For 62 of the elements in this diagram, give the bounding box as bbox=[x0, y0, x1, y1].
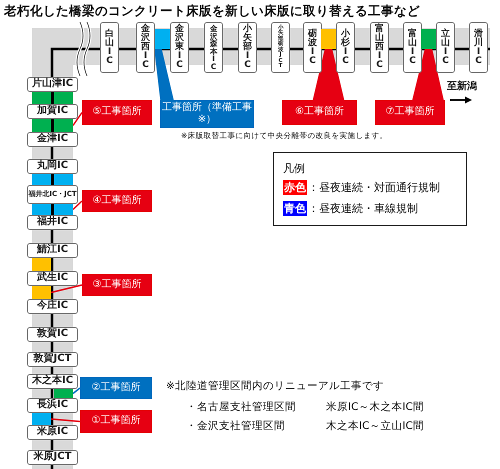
road-segment bbox=[32, 413, 51, 425]
interchange-sign: 片山津IC bbox=[27, 77, 78, 92]
interchange-sign: 滑川IC bbox=[469, 22, 488, 73]
leader-line bbox=[72, 112, 83, 126]
interchange-sign: 敦賀JCT bbox=[27, 352, 78, 367]
interchange-sign: 米原IC bbox=[27, 425, 78, 440]
callout-pointer bbox=[154, 48, 174, 101]
callout-pointer bbox=[312, 48, 344, 101]
interchange-sign: 加賀IC bbox=[27, 104, 78, 119]
legend-swatch: 青色 bbox=[283, 201, 307, 216]
leader-line bbox=[72, 200, 83, 210]
callout-box: ⑥工事箇所 bbox=[282, 100, 357, 125]
direction-label: 至新潟 bbox=[447, 79, 477, 93]
interchange-sign: 立山IC bbox=[436, 22, 455, 73]
interchange-sign: 鯖江IC bbox=[27, 243, 78, 258]
interchange-sign: 小杉IC bbox=[336, 22, 355, 73]
road-segment bbox=[421, 29, 436, 49]
note-text: ・名古屋支社管理区間 bbox=[186, 400, 296, 414]
title: 老朽化した橋梁のコンクリート床版を新しい床版に取り替える工事など bbox=[4, 3, 420, 20]
legend-title: 凡例 bbox=[283, 161, 305, 176]
interchange-sign: 今庄IC bbox=[27, 299, 78, 314]
interchange-sign: 金沢西IC bbox=[136, 22, 155, 73]
leader-line bbox=[50, 418, 80, 422]
interchange-sign: 長浜IC bbox=[27, 398, 78, 413]
legend-swatch: 赤色 bbox=[283, 180, 307, 195]
interchange-sign: 小矢部IC bbox=[238, 22, 257, 73]
road-segment bbox=[321, 29, 336, 49]
legend-text: ：昼夜連続・車線規制 bbox=[308, 201, 418, 216]
interchange-sign: 富山西IC bbox=[370, 22, 389, 73]
note-text: 木之本IC～立山IC間 bbox=[326, 419, 424, 433]
note-text: ※北陸道管理区間内のリニューアル工事です bbox=[166, 379, 384, 393]
road-segment bbox=[32, 119, 73, 132]
interchange-sign: 丸岡IC bbox=[27, 159, 78, 174]
interchange-sign: 白山IC bbox=[100, 22, 119, 73]
callout-box: ④工事箇所 bbox=[82, 190, 152, 212]
leader-line bbox=[72, 387, 80, 394]
legend-text: ：昼夜連続・対面通行規制 bbox=[308, 180, 440, 195]
callout-box: ③工事箇所 bbox=[82, 274, 152, 296]
callout-box: ②工事箇所 bbox=[80, 377, 152, 399]
interchange-sign: 金津IC bbox=[27, 132, 78, 147]
road-segment bbox=[155, 29, 170, 49]
road-segment bbox=[32, 92, 73, 104]
road-segment bbox=[32, 286, 51, 299]
interchange-sign: 武生IC bbox=[27, 271, 78, 286]
note-text: 米原IC～木之本IC間 bbox=[326, 400, 424, 414]
road-segment bbox=[54, 389, 73, 398]
interchange-sign: 木之本IC bbox=[27, 374, 78, 389]
interchange-sign: 福井IC bbox=[27, 215, 78, 230]
callout-box: ⑦工事箇所 bbox=[375, 100, 445, 125]
interchange-sign: 砺波IC bbox=[303, 22, 322, 73]
road-segment bbox=[32, 258, 51, 271]
callout-pointer bbox=[412, 48, 444, 101]
interchange-sign: 米原JCT bbox=[27, 450, 78, 465]
interchange-sign: 富山IC bbox=[403, 22, 422, 73]
leader-line bbox=[50, 284, 82, 294]
interchange-sign: 敦賀IC bbox=[27, 327, 78, 342]
interchange-sign: 金沢東IC bbox=[170, 22, 189, 73]
callout-box: ⑤工事箇所 bbox=[82, 100, 152, 125]
note-text: ・金沢支社管理区間 bbox=[186, 419, 285, 433]
road-segment bbox=[32, 204, 73, 215]
callout-box: ①工事箇所 bbox=[80, 410, 152, 433]
road-segment bbox=[32, 174, 73, 185]
